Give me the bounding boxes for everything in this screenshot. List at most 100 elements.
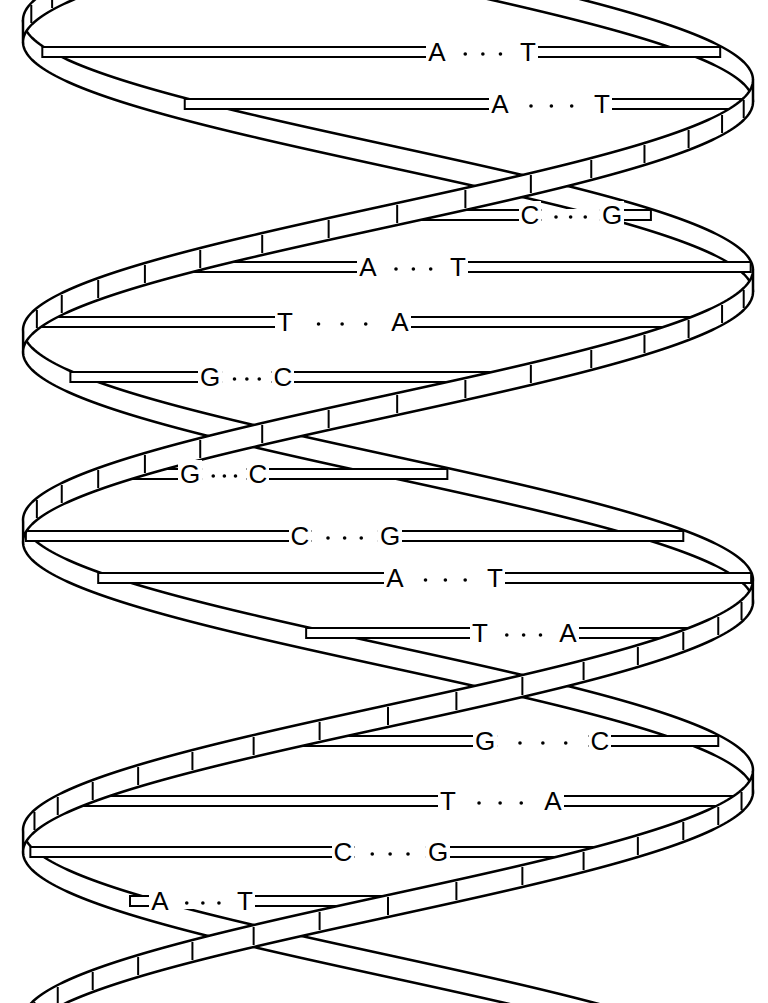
- strand-tick: [637, 837, 639, 855]
- bond-dot: [406, 852, 410, 856]
- strand-tick: [36, 500, 38, 518]
- bond-patch: [202, 468, 246, 482]
- strand-tick: [144, 265, 146, 283]
- strand-tick: [92, 972, 94, 990]
- strand-tick: [137, 957, 139, 975]
- strand-tick: [92, 782, 94, 800]
- strand-tick: [137, 767, 139, 785]
- strand-tick: [144, 455, 146, 473]
- bond-dot: [429, 267, 433, 271]
- bond-dot: [498, 801, 502, 805]
- strand-tick: [743, 100, 745, 118]
- strand-tick: [521, 867, 523, 885]
- strand-tick: [253, 737, 255, 755]
- base-letter: T: [470, 619, 490, 647]
- bond-patch: [171, 895, 235, 909]
- base-letter: C: [589, 727, 612, 755]
- strand-tick: [464, 190, 466, 208]
- strand-edge: [320, 0, 753, 80]
- strand-tick: [51, 0, 53, 8]
- strand-tick: [521, 677, 523, 695]
- base-letter: A: [149, 887, 170, 915]
- bond-patch: [295, 316, 389, 330]
- bond-patch: [406, 572, 485, 586]
- strand-tick: [688, 130, 690, 148]
- bond-dot: [541, 741, 545, 745]
- base-pair-rod: [30, 847, 598, 857]
- bond-patch: [541, 209, 599, 223]
- base-letter: A: [357, 253, 378, 281]
- strand-tick: [743, 290, 745, 308]
- bond-patch: [490, 627, 557, 641]
- bond-dot: [463, 578, 467, 582]
- base-letter: A: [384, 564, 405, 592]
- strand-tick: [688, 320, 690, 338]
- base-letter: A: [489, 90, 510, 118]
- strand-tick: [464, 380, 466, 398]
- bond-dot: [463, 52, 467, 56]
- strand-tick: [328, 220, 330, 238]
- strand-tick: [319, 722, 321, 740]
- bond-dot: [370, 852, 374, 856]
- base-letter: G: [473, 727, 497, 755]
- strand-tick: [97, 280, 99, 298]
- base-letter: T: [485, 564, 505, 592]
- strand-tick: [319, 912, 321, 930]
- strand-ribbon: [23, 0, 192, 42]
- bond-dot: [529, 104, 533, 108]
- strand-tick: [741, 792, 743, 810]
- strand-tick: [590, 160, 592, 178]
- bond-dot: [359, 536, 363, 540]
- strand-tick: [199, 250, 201, 268]
- bond-dot: [583, 215, 587, 219]
- strand-edge: [23, 20, 753, 270]
- bond-dot: [481, 52, 485, 56]
- strand-tick: [387, 897, 389, 915]
- bond-dot: [217, 901, 221, 905]
- strand-ribbon: [23, 80, 753, 354]
- bond-patch: [354, 846, 425, 860]
- strand-tick: [261, 235, 263, 253]
- base-letter: T: [592, 90, 612, 118]
- strand-tick: [637, 647, 639, 665]
- base-letter: C: [519, 201, 542, 229]
- base-letter: C: [272, 363, 295, 391]
- strand-tick: [191, 942, 193, 960]
- strand-tick: [741, 602, 743, 620]
- bond-dot: [505, 633, 509, 637]
- base-letter: C: [332, 838, 355, 866]
- bond-dot: [412, 267, 416, 271]
- strand-tick: [199, 440, 201, 458]
- strand-tick: [253, 927, 255, 945]
- bond-dot: [522, 633, 526, 637]
- bond-dot: [550, 104, 554, 108]
- strand-tick: [455, 692, 457, 710]
- bond-dot: [569, 215, 573, 219]
- bond-dot: [257, 377, 261, 381]
- strand-tick: [261, 425, 263, 443]
- bond-dot: [223, 474, 227, 478]
- bond-dot: [564, 741, 568, 745]
- strand-tick: [33, 812, 35, 830]
- bond-dot: [424, 578, 428, 582]
- strand-edge: [23, 42, 753, 292]
- strand-tick: [455, 882, 457, 900]
- base-letter: G: [178, 460, 202, 488]
- strand-tick: [721, 115, 723, 133]
- base-letter: G: [600, 201, 624, 229]
- base-letter: T: [438, 787, 458, 815]
- strand-edge: [23, 854, 750, 1003]
- base-letter: A: [557, 619, 578, 647]
- bond-patch: [311, 530, 377, 544]
- strand-tick: [36, 310, 38, 328]
- base-pair-rod: [185, 99, 744, 109]
- strand-tick: [61, 485, 63, 503]
- bond-dot: [185, 901, 189, 905]
- strand-tick: [530, 365, 532, 383]
- bond-dot: [201, 901, 205, 905]
- strand-tick: [396, 395, 398, 413]
- strand-tick: [643, 335, 645, 353]
- strand-tick: [682, 632, 684, 650]
